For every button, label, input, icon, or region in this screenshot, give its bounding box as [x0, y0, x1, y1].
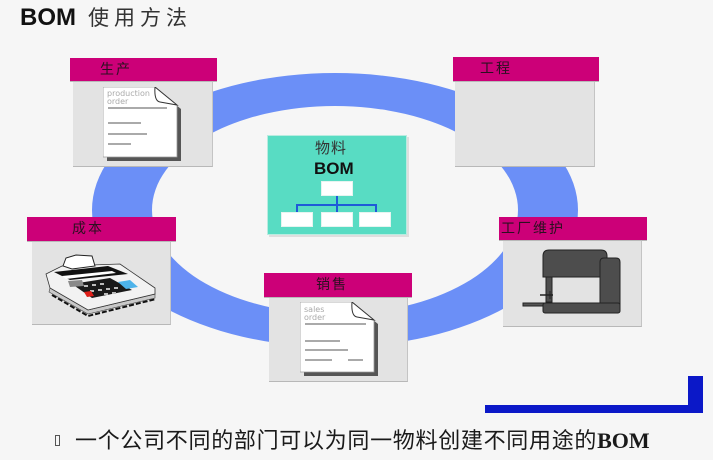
bom-hierarchy-tree-icon: [268, 136, 406, 234]
doc-title-line-1: sales: [304, 305, 324, 314]
engineering-label: 工程: [480, 61, 512, 77]
sewing-machine-icon: [522, 249, 621, 314]
engineering-panel: [455, 82, 595, 167]
bom-connector-bar: [296, 204, 377, 206]
bom-child-node: [359, 212, 391, 227]
production-header: 生产: [70, 58, 217, 82]
sales-panel: sales order: [269, 298, 408, 382]
plant-maintenance-panel: [503, 241, 642, 327]
title-prefix: BOM: [20, 4, 76, 31]
production-order-document-icon: production order: [103, 87, 181, 161]
bom-connector-left: [296, 204, 298, 213]
plant-maintenance-header: 工厂维护: [499, 217, 647, 241]
bom-child-node: [321, 212, 353, 227]
doc-title-line-2: order: [304, 313, 326, 322]
plant-maintenance-label: 工厂维护: [501, 221, 565, 237]
sales-order-document-icon: sales order: [300, 302, 378, 376]
decorative-bracket-vertical: [688, 376, 703, 413]
engineering-header: 工程: [453, 57, 599, 82]
costing-panel: [32, 242, 171, 325]
calculator-icon: [45, 254, 157, 318]
material-label: 物料: [315, 139, 348, 157]
decorative-bracket-horizontal: [485, 405, 703, 413]
doc-title-line-1: production: [107, 89, 150, 98]
material-bom-box: 物料 BOM: [267, 135, 407, 235]
costing-label: 成本: [72, 221, 104, 237]
doc-title-line-2: order: [107, 97, 129, 106]
bom-connector-right: [375, 204, 377, 213]
footer-note: 一个公司不同的部门可以为同一物料创建不同用途的BOM: [75, 430, 650, 452]
bom-child-node: [281, 212, 313, 227]
bom-root-node: [321, 181, 353, 196]
bullet-icon: [55, 435, 60, 446]
bom-title: BOM: [314, 159, 354, 178]
title-text: 使用方法: [88, 6, 192, 30]
sales-label: 销售: [316, 277, 348, 293]
sales-header: 销售: [264, 273, 412, 298]
production-label: 生产: [100, 62, 132, 78]
costing-header: 成本: [27, 217, 176, 242]
footer-text: 一个公司不同的部门可以为同一物料创建不同用途的: [75, 428, 598, 453]
footer-suffix: BOM: [597, 428, 650, 453]
slide-title: BOM 使用方法: [20, 6, 192, 36]
production-panel: production order: [73, 82, 213, 167]
